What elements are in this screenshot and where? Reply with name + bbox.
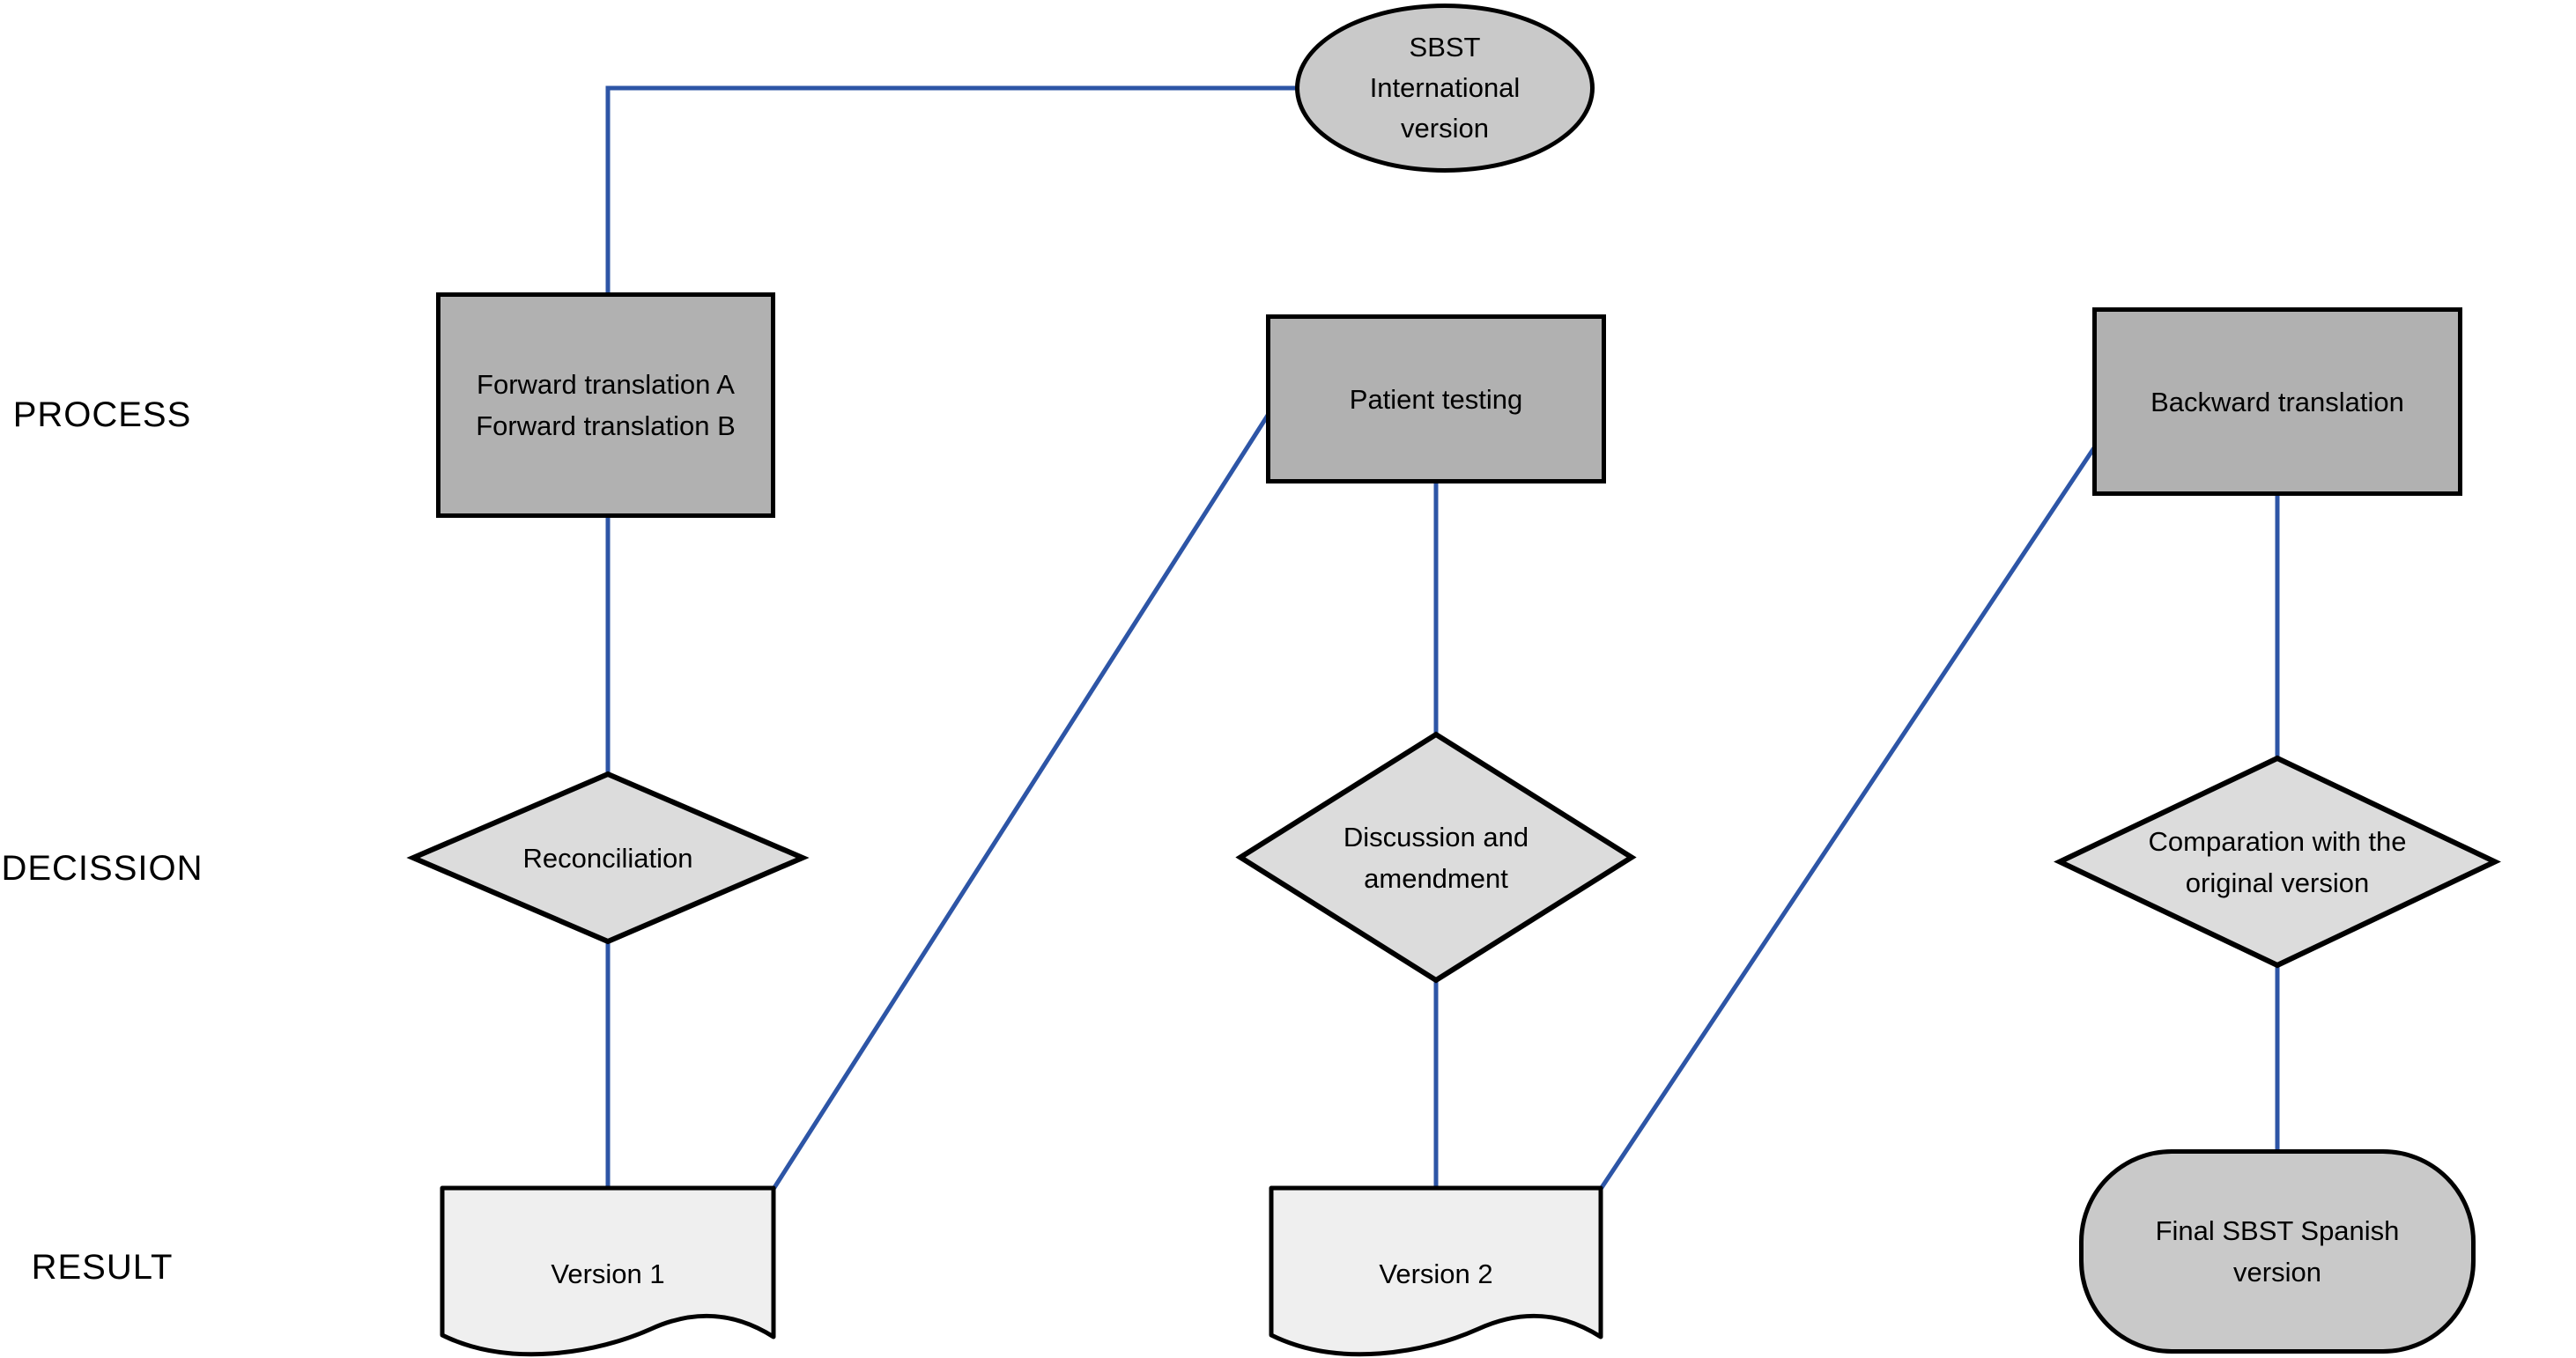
connector-result2-to-process3 (1598, 445, 2098, 1191)
decision-diamond-reconciliation (406, 771, 810, 945)
connector-start-to-process1 (605, 85, 1299, 299)
process-box-backward-translation (2092, 307, 2462, 496)
connector-result1-to-process2 (771, 412, 1271, 1191)
process-box-forward-translation-label: Forward translation A Forward translatio… (476, 369, 736, 441)
row-label-decission: DECISSION (1, 848, 204, 888)
process-box-forward-translation (436, 292, 775, 518)
result-document-version-1 (440, 1185, 776, 1357)
row-label-result: RESULT (31, 1247, 174, 1287)
decision-diamond-discussion-amendment (1235, 731, 1637, 984)
final-terminator-label: Final SBST Spanish version (2155, 1215, 2400, 1288)
decision-diamond-reconciliation-shape (406, 771, 810, 945)
decision-diamond-comparation-label: Comparation with the original version (2148, 825, 2407, 898)
start-terminator-ellipse (1295, 4, 1595, 173)
result-document-version-2-shape (1269, 1185, 1603, 1357)
decision-diamond-discussion-amendment-shape (1235, 731, 1637, 984)
process-box-patient-testing-label: Patient testing (1349, 383, 1523, 415)
result-document-version-2-label: Version 2 (1379, 1258, 1493, 1289)
decision-diamond-comparation (2054, 755, 2501, 969)
process-box-backward-translation-label: Backward translation (2150, 386, 2404, 417)
result-document-version-2 (1269, 1185, 1603, 1357)
decision-diamond-comparation-shape (2054, 755, 2501, 969)
row-label-process: PROCESS (12, 395, 192, 434)
final-terminator-rounded (2079, 1149, 2476, 1354)
process-box-patient-testing (1266, 314, 1606, 483)
result-document-version-1-shape (440, 1185, 776, 1357)
result-document-version-1-label: Version 1 (551, 1258, 665, 1289)
start-terminator-label: SBST International version (1369, 32, 1521, 144)
decision-diamond-reconciliation-label: Reconciliation (522, 842, 693, 874)
decision-diamond-discussion-amendment-label: Discussion and amendment (1343, 821, 1529, 894)
